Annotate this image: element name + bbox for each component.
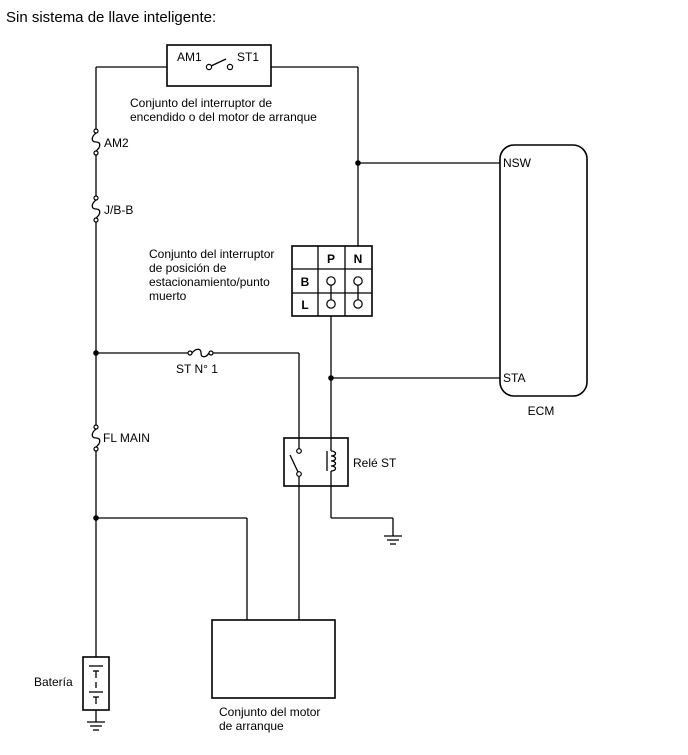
ignition-switch-caption-2: encendido o del motor de arranque — [130, 110, 317, 124]
st-relay-box — [283, 437, 349, 487]
pn-row-b-label: B — [301, 275, 310, 289]
pn-col-n-label: N — [354, 252, 363, 266]
jbb-fuse-label: J/B-B — [104, 203, 133, 217]
ecm-sta-pin-label: STA — [503, 371, 525, 385]
park-neutral-switch: P N B L — [291, 245, 373, 317]
wires — [95, 66, 500, 722]
starter-caption-1: Conjunto del motor — [219, 705, 320, 719]
switch-contact-icon — [210, 58, 227, 67]
relay-contact-icon — [289, 438, 302, 486]
pn-switch-caption-4: muerto — [149, 289, 187, 303]
ecm-box — [499, 144, 588, 397]
st-relay-label: Relé ST — [353, 456, 397, 470]
diagram-title: Sin sistema de llave inteligente: — [6, 9, 216, 26]
battery-ground-icon — [87, 721, 105, 731]
continuity-p-icon — [326, 276, 336, 309]
battery-icon — [82, 656, 110, 711]
ecm-label: ECM — [528, 404, 555, 418]
am1-terminal-label: AM1 — [177, 50, 202, 64]
pn-switch-caption-1: Conjunto del interruptor — [149, 247, 274, 261]
relay-coil-icon — [326, 438, 337, 486]
pn-switch-caption-3: estacionamiento/punto — [149, 275, 270, 289]
st-no1-fuse-label: ST N° 1 — [176, 362, 218, 376]
fl-main-fuse-label: FL MAIN — [103, 431, 150, 445]
jbb-fuse-icon — [91, 195, 101, 223]
ignition-switch-box — [166, 44, 272, 87]
junction-dots — [93, 160, 361, 521]
pn-switch-caption-2: de posición de — [149, 261, 227, 275]
st-relay — [283, 437, 349, 487]
starter-motor-box — [211, 619, 336, 699]
fl-main-fuse-icon — [91, 424, 101, 452]
ignition-switch-caption-1: Conjunto del interruptor de — [130, 96, 272, 110]
starter-caption-2: de arranque — [219, 719, 284, 733]
ecm-nsw-pin-label: NSW — [503, 156, 532, 170]
relay-ground-icon — [384, 535, 402, 545]
st-no1-fuse-icon — [187, 348, 214, 358]
am2-fuse-icon — [91, 128, 101, 156]
pn-col-p-label: P — [327, 252, 335, 266]
ignition-switch: AM1 ST1 — [166, 44, 272, 87]
continuity-n-icon — [353, 276, 363, 309]
pn-row-l-label: L — [301, 298, 308, 312]
st1-terminal-label: ST1 — [237, 50, 259, 64]
battery-label: Batería — [34, 675, 73, 689]
am2-fuse-label: AM2 — [104, 136, 129, 150]
